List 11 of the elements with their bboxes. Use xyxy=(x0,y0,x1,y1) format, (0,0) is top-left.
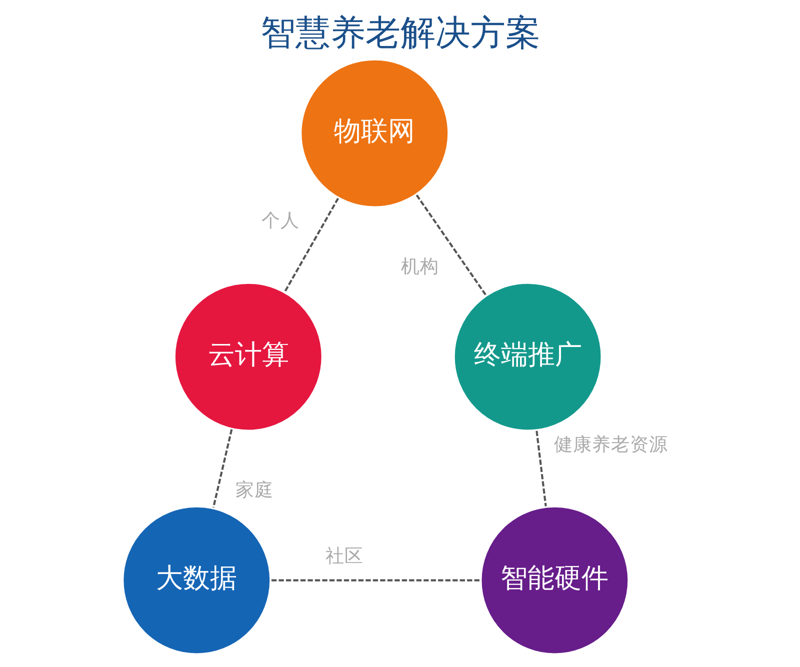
connector xyxy=(415,194,486,296)
connector xyxy=(212,429,232,508)
connector xyxy=(270,579,480,582)
diagram-title: 智慧养老解决方案 xyxy=(260,12,540,54)
edge-label: 健康养老资源 xyxy=(554,434,668,456)
edge-label: 家庭 xyxy=(234,480,273,501)
edge-label: 机构 xyxy=(400,256,439,278)
edge-label: 社区 xyxy=(325,546,364,568)
connector xyxy=(284,198,339,292)
edge-label: 个人 xyxy=(260,210,299,232)
connector xyxy=(535,430,546,506)
